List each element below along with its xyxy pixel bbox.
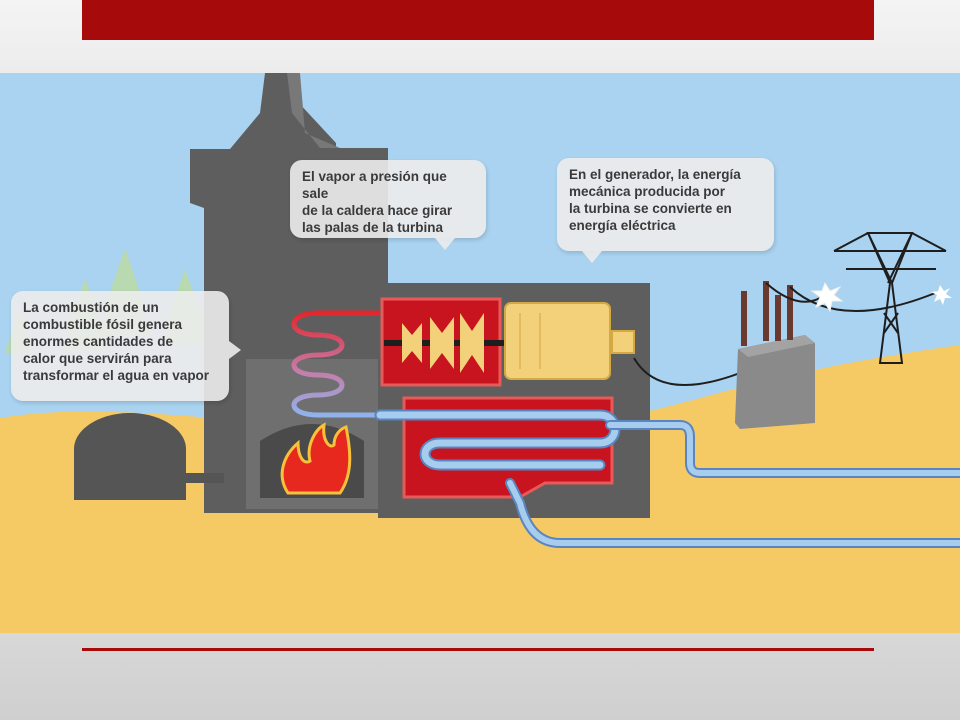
callout-pointer bbox=[582, 251, 602, 263]
callout-pointer bbox=[229, 341, 241, 359]
callout-line: de la caldera hace girar bbox=[302, 203, 453, 218]
callout-steam-pressure: El vapor a presión que sale de la calder… bbox=[290, 160, 486, 250]
spark-icon bbox=[810, 281, 952, 313]
callout-line: calor que servirán para bbox=[23, 351, 172, 366]
callout-line: energía eléctrica bbox=[569, 218, 676, 233]
title-bar bbox=[82, 0, 874, 40]
callout-line: combustible fósil genera bbox=[23, 317, 183, 332]
boiler-coil bbox=[291, 310, 410, 418]
footer-rule bbox=[82, 648, 874, 651]
callout-line: El vapor a presión que sale bbox=[302, 169, 447, 201]
callout-line: la turbina se convierte en bbox=[569, 201, 732, 216]
callout-line: transformar el agua en vapor bbox=[23, 368, 210, 383]
callout-line: enormes cantidades de bbox=[23, 334, 174, 349]
callout-line: las palas de la turbina bbox=[302, 220, 444, 235]
transformer bbox=[633, 281, 941, 429]
fire-icon bbox=[280, 422, 352, 495]
fuel-tank bbox=[74, 413, 224, 500]
callout-line: La combustión de un bbox=[23, 300, 159, 315]
callout-line: mecánica producida por bbox=[569, 184, 726, 199]
callout-pointer bbox=[435, 238, 455, 250]
turbine bbox=[380, 297, 510, 387]
slide-footer-band bbox=[0, 633, 960, 720]
callout-generator: En el generador, la energía mecánica pro… bbox=[557, 158, 774, 263]
power-tower bbox=[833, 232, 947, 364]
generator bbox=[504, 302, 635, 380]
callout-line: En el generador, la energía bbox=[569, 167, 741, 182]
cooling-pipes bbox=[374, 409, 960, 548]
callout-combustion: La combustión de un combustible fósil ge… bbox=[11, 291, 241, 401]
